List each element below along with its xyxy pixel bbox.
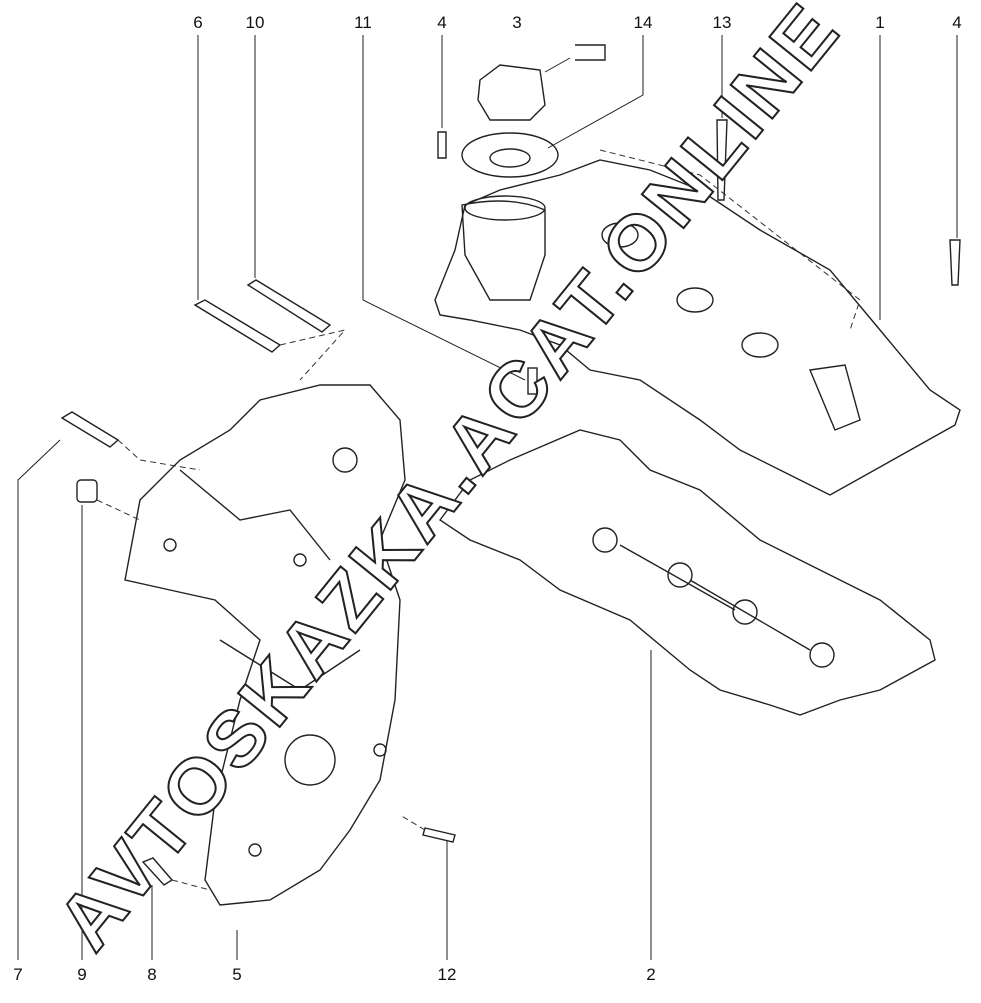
- callout-14: 14: [633, 13, 653, 32]
- valve-cover-part-1[interactable]: [434, 149, 961, 496]
- callout-6: 6: [193, 13, 203, 32]
- bolt-part-10[interactable]: [246, 279, 332, 333]
- bolt-part-7[interactable]: [60, 411, 120, 448]
- callout-12: 12: [437, 965, 457, 984]
- cover-gasket-part-2[interactable]: [438, 429, 936, 716]
- callout-7: 7: [13, 965, 23, 984]
- bolt-part-6[interactable]: [193, 299, 282, 353]
- seal-part-14[interactable]: [461, 132, 559, 178]
- dowel-part-11[interactable]: [527, 367, 538, 395]
- callout-2: 2: [646, 965, 656, 984]
- bolt-part-4-left[interactable]: [437, 131, 447, 159]
- callout-3: 3: [512, 13, 522, 32]
- callout-9: 9: [77, 965, 87, 984]
- callout-11: 11: [354, 13, 372, 32]
- callout-13: 13: [712, 13, 732, 32]
- watermark: AVTOSKAZKA.ACAT.ONLINE: [39, 0, 858, 967]
- watermark-text: AVTOSKAZKA.ACAT.ONLINE: [40, 0, 857, 966]
- bolt-part-4-right[interactable]: [949, 239, 961, 286]
- oil-filler-cap-part-3[interactable]: [477, 44, 606, 121]
- timing-cover-part-5[interactable]: [124, 384, 406, 906]
- plug-part-9[interactable]: [76, 479, 98, 503]
- callout-5: 5: [232, 965, 242, 984]
- callout-10: 10: [245, 13, 265, 32]
- callout-4-right: 4: [952, 13, 962, 32]
- leader-lines: [17, 35, 958, 960]
- callout-4-left: 4: [437, 13, 447, 32]
- bolt-part-13[interactable]: [716, 119, 728, 201]
- dowel-part-12[interactable]: [422, 827, 456, 843]
- callout-1: 1: [875, 13, 885, 32]
- callout-8: 8: [147, 965, 157, 984]
